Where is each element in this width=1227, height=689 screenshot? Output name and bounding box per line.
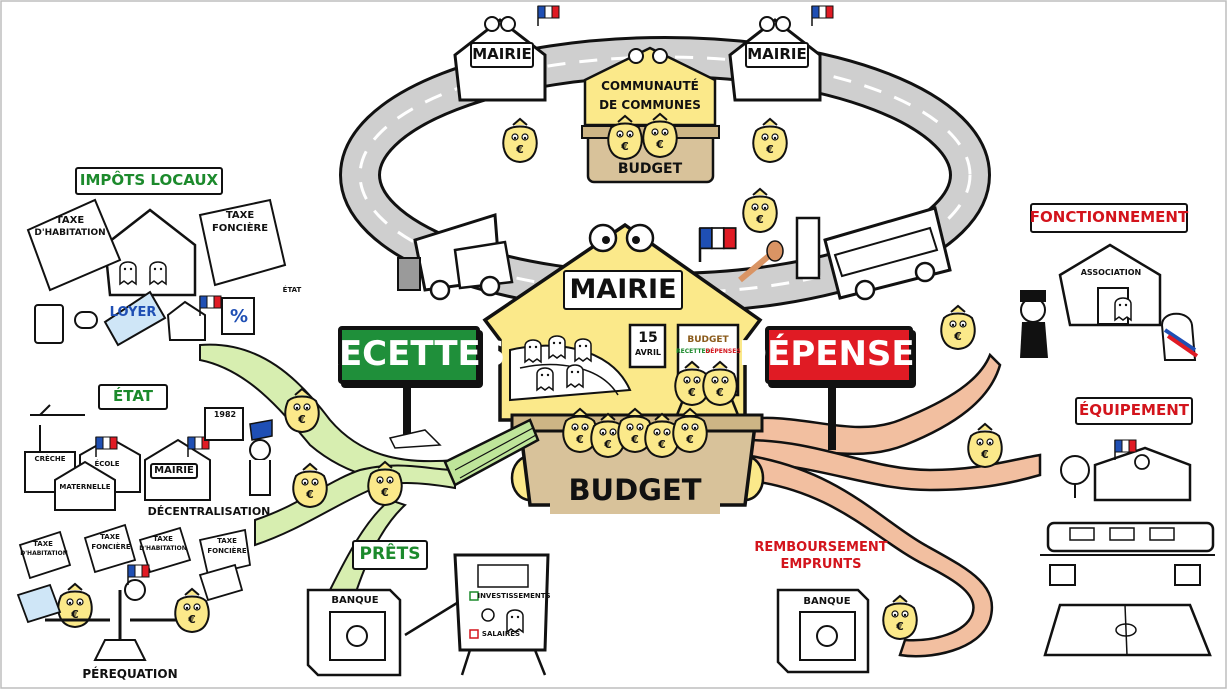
equipement-title: ÉQUIPEMENT: [1075, 397, 1193, 425]
prets-title: PRÊTS: [352, 540, 428, 570]
bank-right: [776, 588, 870, 674]
taxe-habitation-line2: D'HABITATION: [34, 228, 106, 239]
taxe-habitation-line1: TAXE: [55, 214, 85, 226]
basket-budget-label: BUDGET: [568, 472, 702, 507]
mairie-small-label: MAIRIE: [150, 463, 198, 479]
tag-habitation-2: D'HABITATION: [139, 545, 187, 553]
salaires-label: SALAIRES: [481, 630, 521, 639]
green-ramp: [443, 418, 540, 487]
tag-taxe-1: TAXE: [33, 539, 53, 548]
main-mairie: [482, 222, 763, 422]
tag-taxe-4: TAXE: [217, 536, 237, 545]
communaute-label-line2: DE COMMUNES: [599, 98, 701, 113]
depenses-slide: [738, 352, 1042, 658]
board-budget-title: BUDGET: [687, 335, 729, 346]
tag-fonciere-2: FONCIÈRE: [207, 546, 247, 555]
mairie-main-label: MAIRIE: [563, 270, 683, 310]
perequation-label: PÉREQUATION: [82, 666, 178, 681]
remboursement-line2: EMPRUNTS: [780, 557, 862, 573]
investissements-label: INVESTISSEMENTS: [477, 592, 551, 601]
budget-basket: [510, 408, 765, 514]
etat-title: ÉTAT: [98, 384, 168, 410]
ecole-label: ÉCOLE: [94, 459, 120, 468]
percent-chart: %: [229, 305, 249, 327]
creche-label: CRÈCHE: [34, 454, 66, 463]
year-1982: 1982: [213, 409, 237, 419]
tag-habitation-1: D'HABITATION: [20, 550, 68, 558]
top-mairie-right-label: MAIRIE: [745, 42, 809, 68]
bank-right-label: BANQUE: [803, 595, 851, 607]
tag-taxe-2: TAXE: [100, 532, 120, 541]
tag-taxe-3: TAXE: [153, 534, 173, 543]
calendar-month: AVRIL: [634, 348, 662, 358]
taxe-fonciere-line1: TAXE: [225, 209, 255, 221]
fonctionnement-cluster: [1020, 243, 1199, 361]
decentralisation-label: DÉCENTRALISATION: [147, 505, 271, 519]
taxe-fonciere-line2: FONCIÈRE: [211, 222, 269, 234]
maternelle-label: MATERNELLE: [59, 482, 111, 491]
bus: [823, 206, 952, 301]
bank-left-label: BANQUE: [331, 594, 379, 606]
equipement-cluster: [1040, 439, 1215, 657]
recettes-sign: RECETTES: [313, 326, 505, 384]
communaute-label-line1: COMMUNAUTÉ: [601, 79, 699, 94]
perequation-cluster: [16, 523, 252, 661]
bank-left: [306, 588, 471, 677]
tag-fonciere-1: FONCIÈRE: [91, 542, 131, 551]
fonctionnement-title: FONCTIONNEMENT: [1030, 203, 1188, 233]
association-label: ASSOCIATION: [1080, 267, 1142, 277]
flipchart: [453, 553, 550, 676]
garbage-truck: [397, 213, 514, 301]
etat-hat-label: ÉTAT: [282, 285, 302, 294]
board-recettes: RECETTES: [676, 348, 710, 356]
impots-locaux-title: IMPÔTS LOCAUX: [75, 167, 223, 195]
calendar-day: 15: [638, 329, 658, 346]
depenses-sign: DÉPENSES: [739, 326, 939, 384]
impots-house: [26, 198, 287, 347]
board-depenses: DÉPENSES: [705, 348, 741, 356]
communaute-budget-label: BUDGET: [617, 160, 683, 177]
loyer-tag: LOYER: [109, 305, 157, 321]
top-mairie-left-label: MAIRIE: [470, 42, 534, 68]
remboursement-line1: REMBOURSEMENT: [754, 540, 888, 556]
